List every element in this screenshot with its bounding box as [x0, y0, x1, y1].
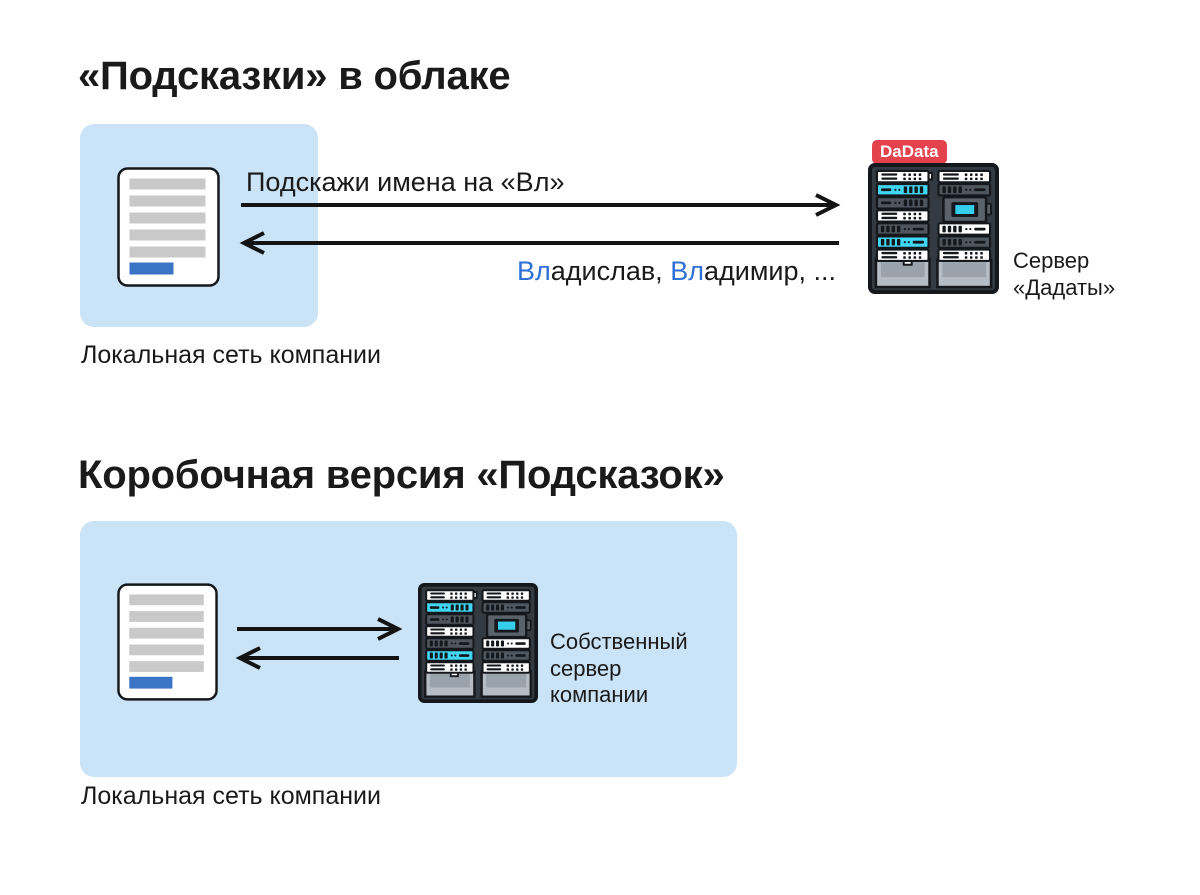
dadata-server-label: Сервер «Дадаты»	[1013, 248, 1116, 300]
boxed-section-title: Коробочная версия «Подсказок»	[78, 453, 725, 497]
cloud-section-title: «Подсказки» в облаке	[78, 54, 511, 98]
server-rack-icon	[868, 163, 999, 294]
document-form-icon	[117, 167, 220, 287]
dadata-badge: DaData	[872, 140, 947, 164]
response-label: Владислав, Владимир, ...	[516, 256, 836, 286]
request-label: Подскажи имена на «Вл»	[246, 167, 565, 197]
network-caption-cloud: Локальная сеть компании	[81, 341, 381, 369]
document-form-icon	[117, 583, 218, 701]
own-server-label: Собственный сервер компании	[550, 629, 688, 707]
network-caption-boxed: Локальная сеть компании	[81, 782, 381, 810]
response-highlight: Вл	[516, 256, 551, 286]
arrow-left-icon	[239, 231, 839, 255]
response-highlight: Вл	[670, 256, 704, 286]
arrow-right-icon	[241, 193, 841, 217]
server-rack-icon	[417, 583, 539, 703]
arrow-right-icon	[237, 617, 402, 641]
arrow-left-icon	[235, 646, 399, 670]
